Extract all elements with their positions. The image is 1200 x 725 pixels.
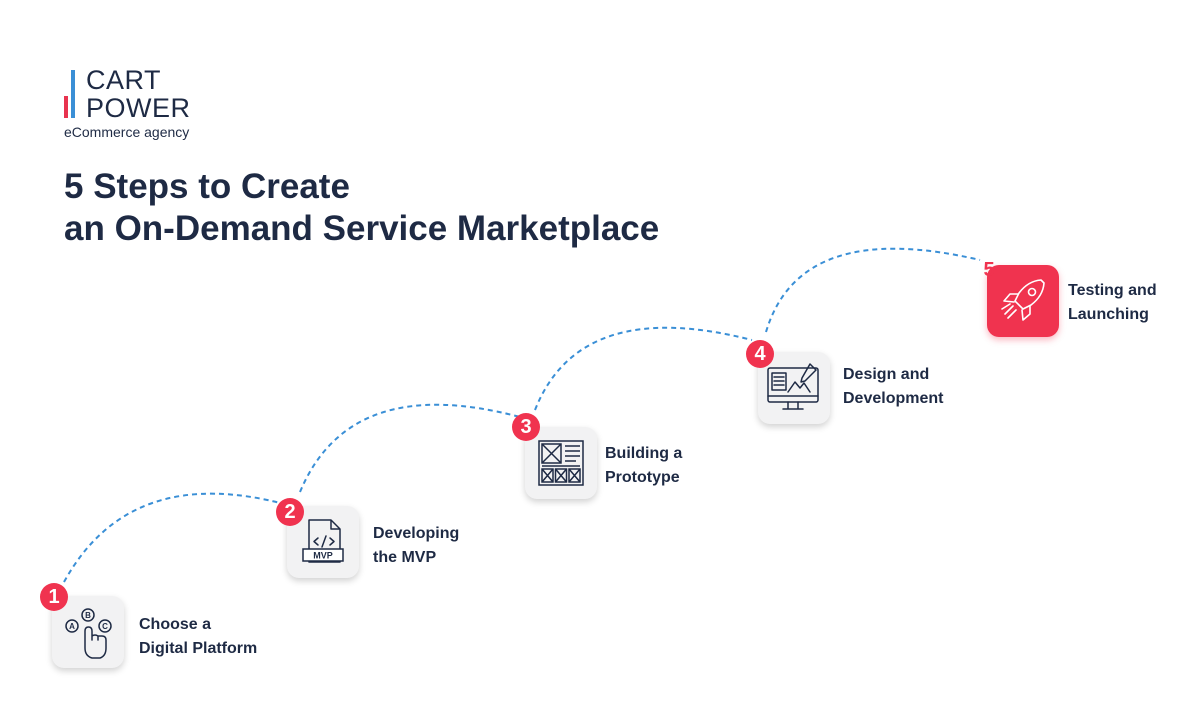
step-3-label-line-2: Prototype	[605, 469, 680, 486]
step-5-icon-box	[987, 265, 1059, 337]
rocket-icon	[1001, 279, 1045, 321]
step-3-badge: 3	[512, 413, 540, 441]
path-arc-2-3	[299, 403, 521, 493]
step-3-icon-box	[525, 427, 597, 499]
step-2-label-line-2: the MVP	[373, 549, 437, 566]
logo-line-1: CART	[86, 65, 162, 95]
mvp-icon-text: MVP	[313, 551, 333, 561]
step-2-label: Developing the MVP	[373, 522, 459, 570]
step-5-badge: 5	[983, 259, 995, 281]
design-monitor-icon	[767, 363, 819, 410]
step-3-label: Building a Prototype	[605, 442, 682, 490]
step-4-label: Design and Development	[843, 363, 943, 411]
logo-mark	[64, 70, 76, 118]
step-4-label-line-2: Development	[843, 390, 944, 407]
step-1-label-line-2: Digital Platform	[139, 640, 258, 657]
path-arc-4-5	[765, 247, 981, 333]
step-1-badge: 1	[40, 583, 68, 611]
abc-choice-hand-icon: A B C	[65, 608, 112, 659]
svg-text:A: A	[69, 622, 75, 631]
path-arc-1-2	[63, 492, 289, 583]
svg-text:B: B	[85, 611, 91, 620]
wireframe-icon	[538, 440, 584, 486]
step-4-label-line-1: Design and	[843, 366, 930, 383]
step-5-label-line-2: Launching	[1068, 306, 1149, 323]
mvp-document-icon: MVP	[302, 519, 344, 563]
logo-tagline: eCommerce agency	[64, 124, 190, 140]
step-1-label: Choose a Digital Platform	[139, 613, 257, 661]
logo-line-2: POWER	[86, 93, 191, 123]
step-5-label-line-1: Testing and	[1068, 282, 1157, 299]
step-5-label: Testing and Launching	[1068, 279, 1157, 327]
step-4-icon-box	[758, 352, 830, 424]
step-2-label-line-1: Developing	[373, 525, 460, 542]
step-1-label-line-1: Choose a	[139, 616, 212, 633]
step-3-label-line-1: Building a	[605, 445, 683, 462]
step-1-icon-box: A B C	[52, 596, 124, 668]
step-2-icon-box: MVP	[287, 506, 359, 578]
page-title: 5 Steps to Create an On-Demand Service M…	[64, 166, 659, 250]
step-4-badge: 4	[746, 340, 774, 368]
step-2-badge: 2	[276, 498, 304, 526]
path-arc-3-4	[534, 326, 753, 411]
title-line-1: 5 Steps to Create	[64, 167, 350, 206]
logo-bar-red	[64, 96, 68, 118]
logo-wordmark: CART POWER	[86, 66, 191, 122]
logo-bar-blue	[71, 70, 75, 118]
title-line-2: an On-Demand Service Marketplace	[64, 209, 660, 248]
svg-text:C: C	[102, 622, 108, 631]
